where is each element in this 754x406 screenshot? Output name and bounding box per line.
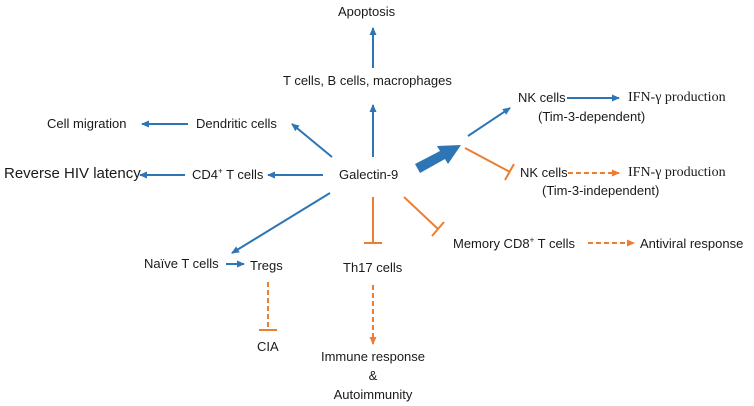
inhibit-memory-cd8-bar xyxy=(431,221,445,237)
galectin9-label: Galectin-9 xyxy=(339,167,399,182)
th17-cells-label: Th17 cells xyxy=(343,260,403,275)
inhibit-nk-independent xyxy=(464,147,511,173)
naive-t-cells-label: Naïve T cells xyxy=(144,256,219,271)
inhibit-nk-independent-bar xyxy=(504,163,515,181)
tim3-dependent-label: (Tim-3-dependent) xyxy=(538,109,646,124)
arrow-galectin-to-dendritic xyxy=(291,123,333,158)
arrow-to-nk-dependent xyxy=(467,107,511,137)
arrow-galectin-to-naive xyxy=(231,192,331,254)
antiviral-response-label: Antiviral response xyxy=(640,236,744,251)
cd4-t-cells-label: CD4+ T cells xyxy=(192,166,264,182)
inhibit-memory-cd8 xyxy=(403,196,439,230)
tb-macrophages-label: T cells, B cells, macrophages xyxy=(283,73,452,88)
ifn-independent-label: IFN-γ production xyxy=(628,165,726,180)
tregs-label: Tregs xyxy=(250,258,283,273)
tim3-independent-label: (Tim-3-independent) xyxy=(542,183,660,198)
ampersand-label: & xyxy=(368,368,378,383)
nk-dependent-label: NK cells xyxy=(518,90,566,105)
thick-blue-arrow xyxy=(415,145,461,173)
nk-independent-label: NK cells xyxy=(520,165,568,180)
apoptosis-label: Apoptosis xyxy=(338,4,396,19)
memory-cd8-label: Memory CD8+ T cells xyxy=(453,235,575,251)
immune-response-label: Immune response xyxy=(320,349,426,364)
ifn-dependent-label: IFN-γ production xyxy=(628,90,726,105)
autoimmunity-label: Autoimmunity xyxy=(333,387,413,402)
reverse-hiv-label: Reverse HIV latency xyxy=(4,165,141,182)
cell-migration-label: Cell migration xyxy=(47,116,127,131)
cia-label: CIA xyxy=(257,339,279,354)
dendritic-cells-label: Dendritic cells xyxy=(196,116,277,131)
